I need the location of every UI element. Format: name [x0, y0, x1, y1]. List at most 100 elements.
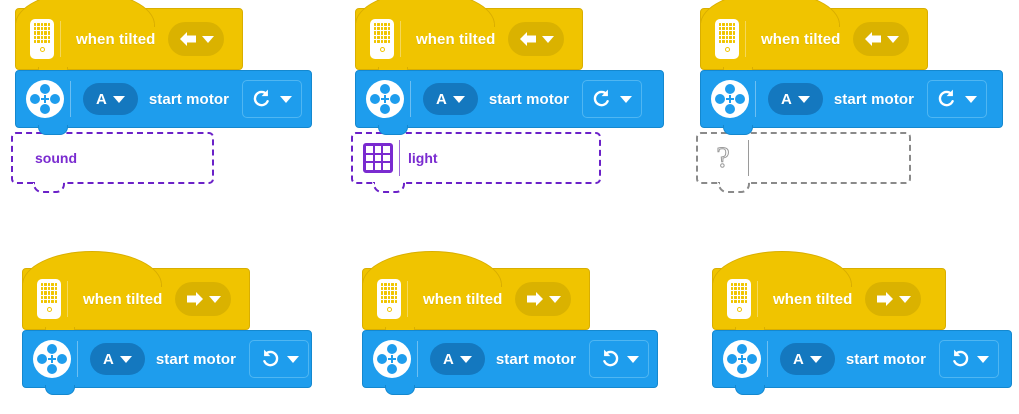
block-connector-notch — [45, 385, 75, 395]
block-divider — [410, 81, 411, 117]
tilt-direction-dropdown[interactable] — [508, 22, 565, 56]
start-motor-label: start motor — [148, 90, 230, 108]
when-tilted-label: when tilted — [423, 290, 503, 308]
motor-icon — [711, 80, 749, 118]
tilt-direction-dropdown[interactable] — [168, 22, 225, 56]
chevron-down-icon — [977, 355, 990, 363]
chevron-down-icon — [119, 355, 132, 363]
when-tilted-label: when tilted — [773, 290, 853, 308]
block-divider — [748, 140, 749, 176]
motor-port-dropdown[interactable]: A — [90, 343, 145, 375]
rotate-clockwise-icon — [593, 89, 609, 107]
hub-icon — [727, 279, 751, 319]
motor-port-dropdown[interactable]: A — [768, 83, 823, 115]
motor-direction-dropdown[interactable] — [927, 80, 988, 118]
chevron-down-icon — [809, 355, 822, 363]
motor-port-dropdown[interactable]: A — [423, 83, 478, 115]
when-tilted-label: when tilted — [83, 290, 163, 308]
placeholder-block-unknown[interactable]: ? — [696, 132, 911, 193]
placeholder-block-sound[interactable]: sound — [11, 132, 214, 193]
motor-icon — [33, 340, 71, 378]
block-connector-notch — [735, 385, 765, 395]
chevron-down-icon — [209, 295, 222, 303]
motor-port-dropdown[interactable]: A — [430, 343, 485, 375]
arrow-left-icon — [520, 32, 537, 46]
tilt-direction-dropdown[interactable] — [175, 282, 232, 316]
start-motor-block-5[interactable]: A start motor — [362, 330, 658, 395]
when-tilted-label: when tilted — [76, 30, 156, 48]
hub-icon — [377, 279, 401, 319]
chevron-down-icon — [627, 355, 640, 363]
start-motor-label: start motor — [488, 90, 570, 108]
chevron-down-icon — [202, 35, 215, 43]
start-motor-block-4[interactable]: A start motor — [22, 330, 312, 395]
arrow-right-icon — [527, 292, 544, 306]
block-divider — [400, 21, 401, 57]
start-motor-label: start motor — [495, 350, 577, 368]
motor-direction-dropdown[interactable] — [582, 80, 643, 118]
start-motor-label: start motor — [845, 350, 927, 368]
motor-port-dropdown[interactable]: A — [83, 83, 138, 115]
motor-port-value: A — [443, 350, 454, 368]
motor-icon — [373, 340, 411, 378]
block-divider — [399, 140, 400, 176]
tilt-direction-dropdown[interactable] — [853, 22, 910, 56]
motor-port-dropdown[interactable]: A — [780, 343, 835, 375]
motor-port-value: A — [793, 350, 804, 368]
start-motor-label: start motor — [155, 350, 237, 368]
placeholder-block-light[interactable]: light — [351, 132, 601, 193]
tilt-direction-dropdown[interactable] — [865, 282, 922, 316]
placeholder-label: light — [408, 150, 438, 166]
tilt-direction-dropdown[interactable] — [515, 282, 572, 316]
chevron-down-icon — [965, 95, 978, 103]
chevron-down-icon — [542, 35, 555, 43]
motor-direction-dropdown[interactable] — [249, 340, 310, 378]
when-tilted-hat-block-6[interactable]: when tilted — [712, 251, 946, 337]
chevron-down-icon — [452, 95, 465, 103]
when-tilted-hat-block-5[interactable]: when tilted — [362, 251, 590, 337]
motor-port-value: A — [436, 90, 447, 108]
arrow-left-icon — [865, 32, 882, 46]
motor-port-value: A — [103, 350, 114, 368]
motor-icon — [366, 80, 404, 118]
block-divider — [67, 281, 68, 317]
when-tilted-hat-block-3[interactable]: when tilted — [700, 0, 928, 77]
block-divider — [755, 81, 756, 117]
when-tilted-label: when tilted — [416, 30, 496, 48]
chevron-down-icon — [797, 95, 810, 103]
block-divider — [77, 341, 78, 377]
block-connector-notch — [38, 125, 68, 135]
chevron-down-icon — [280, 95, 293, 103]
chevron-down-icon — [112, 95, 125, 103]
block-divider — [745, 21, 746, 57]
chevron-down-icon — [549, 295, 562, 303]
hub-icon — [37, 279, 61, 319]
when-tilted-hat-block-1[interactable]: when tilted — [15, 0, 243, 77]
arrow-left-icon — [180, 32, 197, 46]
rotate-clockwise-icon — [253, 89, 269, 107]
motor-direction-dropdown[interactable] — [242, 80, 303, 118]
hub-icon — [370, 19, 394, 59]
block-connector-notch — [378, 125, 408, 135]
rotate-counterclockwise-icon — [953, 349, 969, 367]
chevron-down-icon — [887, 35, 900, 43]
start-motor-block-3[interactable]: A start motor — [700, 70, 1003, 135]
start-motor-block-1[interactable]: A start motor — [15, 70, 312, 135]
when-tilted-hat-block-2[interactable]: when tilted — [355, 0, 583, 77]
hub-icon — [30, 19, 54, 59]
start-motor-block-2[interactable]: A start motor — [355, 70, 664, 135]
block-divider — [60, 21, 61, 57]
when-tilted-hat-block-4[interactable]: when tilted — [22, 251, 250, 337]
placeholder-connector-notch — [373, 182, 405, 193]
motor-direction-dropdown[interactable] — [589, 340, 650, 378]
when-tilted-label: when tilted — [761, 30, 841, 48]
start-motor-block-6[interactable]: A start motor — [712, 330, 1012, 395]
rotate-counterclockwise-icon — [263, 349, 279, 367]
motor-direction-dropdown[interactable] — [939, 340, 1000, 378]
block-connector-notch — [385, 385, 415, 395]
motor-port-value: A — [96, 90, 107, 108]
chevron-down-icon — [620, 95, 633, 103]
block-divider — [70, 81, 71, 117]
rotate-clockwise-icon — [938, 89, 954, 107]
